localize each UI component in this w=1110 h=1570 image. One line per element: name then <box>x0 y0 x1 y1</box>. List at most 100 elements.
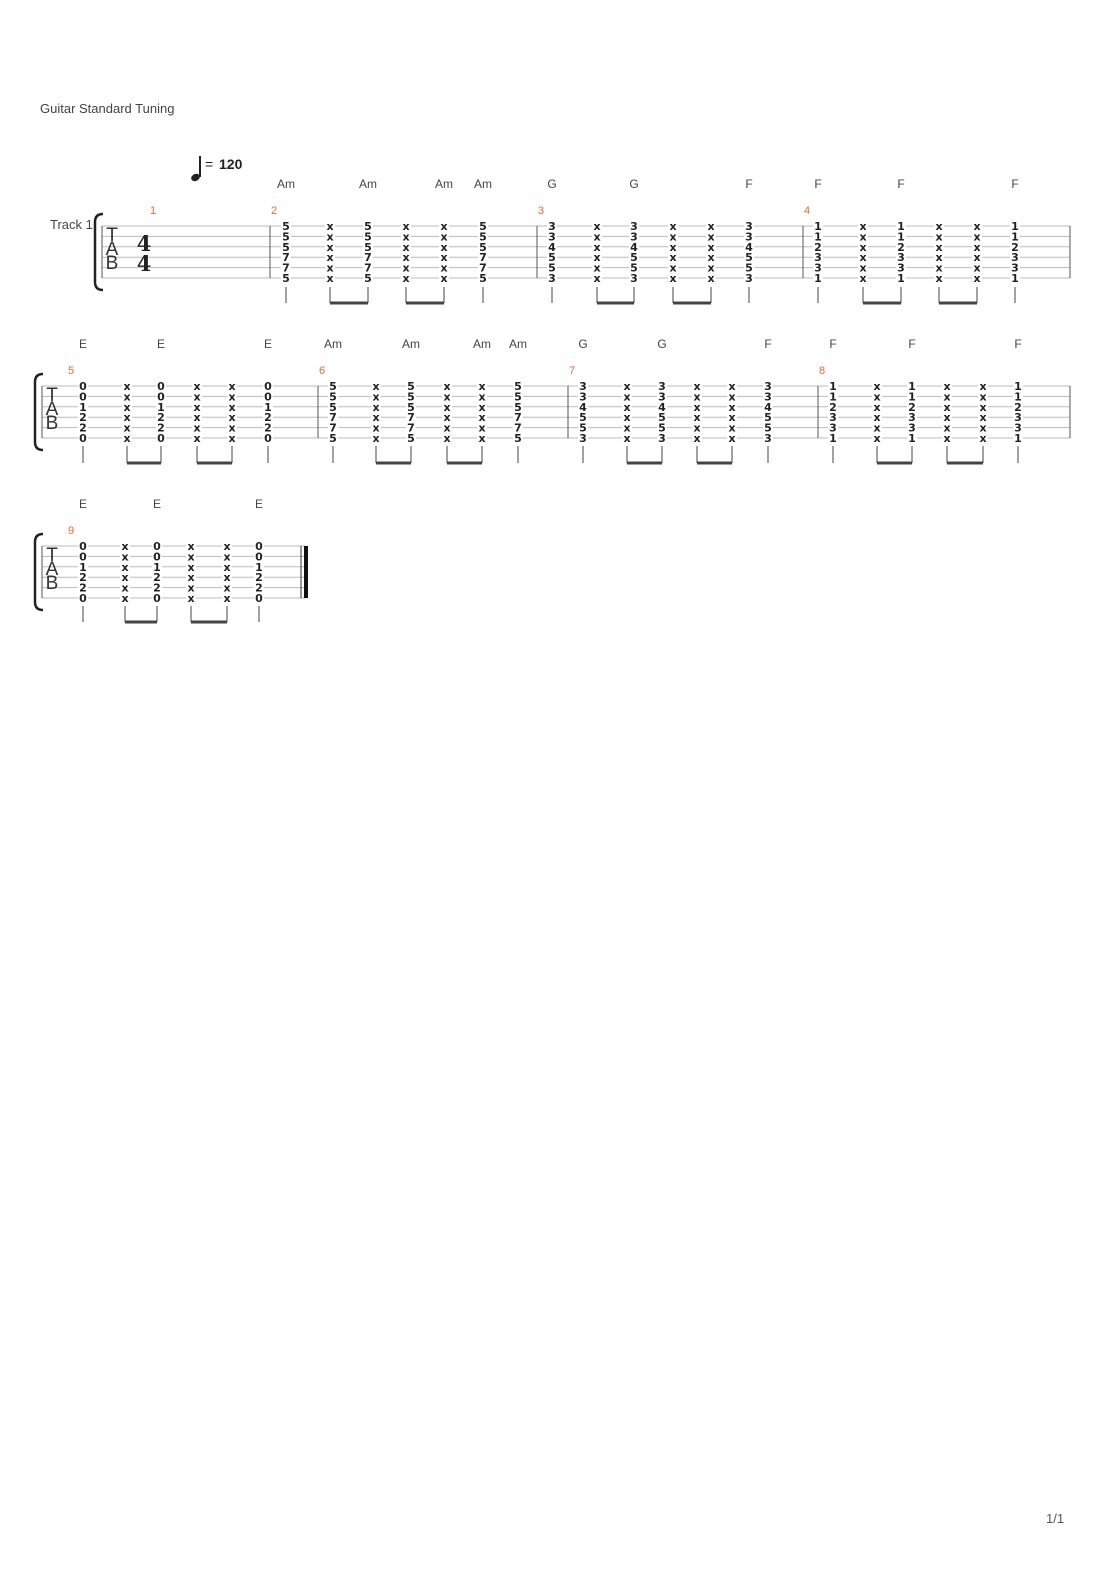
muted-string-mark: x <box>943 432 950 445</box>
measure-number: 4 <box>804 205 810 217</box>
fret-background <box>254 541 264 551</box>
fret-background <box>592 252 602 263</box>
fret-number: 5 <box>514 432 522 445</box>
fret-number: 1 <box>79 401 87 414</box>
muted-string-mark: x <box>859 230 866 243</box>
muted-string-mark: x <box>693 432 700 445</box>
muted-string-mark: x <box>935 220 942 233</box>
muted-string-mark: x <box>326 220 333 233</box>
fret-background <box>156 401 166 412</box>
fret-number: 5 <box>630 251 638 264</box>
fret-number: 3 <box>658 390 666 403</box>
muted-string-mark: x <box>443 432 450 445</box>
muted-string-mark: x <box>193 390 200 403</box>
fret-background <box>744 231 754 242</box>
fret-background <box>363 241 373 252</box>
measure-number: 6 <box>319 365 325 377</box>
fret-background <box>1013 433 1023 443</box>
tab-clef-letter: A <box>106 239 119 260</box>
fret-number: 2 <box>1011 241 1019 254</box>
fret-background <box>263 422 273 433</box>
fret-background <box>192 422 202 433</box>
fret-number: 0 <box>157 390 165 403</box>
fret-background <box>227 391 237 402</box>
fret-background <box>547 273 557 283</box>
fret-background <box>442 433 452 443</box>
fret-background <box>478 262 488 273</box>
fret-number: 4 <box>745 241 753 254</box>
fret-background <box>513 401 523 412</box>
fret-background <box>858 252 868 263</box>
fret-number: 3 <box>897 251 905 264</box>
muted-string-mark: x <box>935 262 942 275</box>
muted-string-mark: x <box>372 432 379 445</box>
muted-string-mark: x <box>223 561 230 574</box>
fret-number: 5 <box>479 241 487 254</box>
fret-number: 2 <box>157 411 165 424</box>
fret-background <box>281 273 291 283</box>
fret-number: 5 <box>514 390 522 403</box>
fret-background <box>872 401 882 412</box>
muted-string-mark: x <box>326 241 333 254</box>
fret-background <box>978 391 988 402</box>
fret-background <box>371 391 381 402</box>
fret-number: 5 <box>364 230 372 243</box>
fret-background <box>578 391 588 402</box>
fret-background <box>907 381 917 391</box>
fret-background <box>978 401 988 412</box>
fret-number: 5 <box>479 230 487 243</box>
measure-number: 8 <box>819 365 825 377</box>
muted-string-mark: x <box>973 251 980 264</box>
fret-background <box>828 391 838 402</box>
fret-background <box>828 422 838 433</box>
muted-string-mark: x <box>943 422 950 435</box>
fret-background <box>328 381 338 391</box>
fret-number: 5 <box>579 422 587 435</box>
muted-string-mark: x <box>121 592 128 605</box>
fret-background <box>192 401 202 412</box>
fret-number: 3 <box>829 411 837 424</box>
fret-background <box>763 391 773 402</box>
fret-background <box>592 262 602 273</box>
muted-string-mark: x <box>228 411 235 424</box>
fret-background <box>325 262 335 273</box>
muted-string-mark: x <box>669 272 676 285</box>
muted-string-mark: x <box>859 251 866 264</box>
muted-string-mark: x <box>707 272 714 285</box>
muted-string-mark: x <box>669 262 676 275</box>
muted-string-mark: x <box>372 390 379 403</box>
fret-background <box>972 273 982 283</box>
fret-background <box>222 582 232 593</box>
fret-background <box>78 401 88 412</box>
fret-background <box>692 412 702 423</box>
fret-number: 5 <box>548 251 556 264</box>
fret-background <box>972 262 982 273</box>
fret-background <box>972 221 982 231</box>
fret-background <box>222 551 232 562</box>
muted-string-mark: x <box>979 422 986 435</box>
chord-name: G <box>657 337 666 351</box>
fret-background <box>668 252 678 263</box>
fret-background <box>668 221 678 231</box>
muted-string-mark: x <box>402 241 409 254</box>
fret-background <box>325 241 335 252</box>
fret-background <box>406 391 416 402</box>
fret-background <box>978 422 988 433</box>
fret-background <box>78 422 88 433</box>
fret-background <box>281 221 291 231</box>
muted-string-mark: x <box>728 380 735 393</box>
muted-string-mark: x <box>440 241 447 254</box>
fret-background <box>934 231 944 242</box>
fret-background <box>622 401 632 412</box>
fret-background <box>328 391 338 402</box>
fret-background <box>657 422 667 433</box>
fret-background <box>442 381 452 391</box>
muted-string-mark: x <box>973 262 980 275</box>
muted-string-mark: x <box>326 272 333 285</box>
fret-background <box>1013 381 1023 391</box>
muted-string-mark: x <box>193 401 200 414</box>
fret-background <box>1010 231 1020 242</box>
fret-number: 3 <box>745 230 753 243</box>
fret-background <box>592 241 602 252</box>
fret-number: 0 <box>153 592 161 605</box>
